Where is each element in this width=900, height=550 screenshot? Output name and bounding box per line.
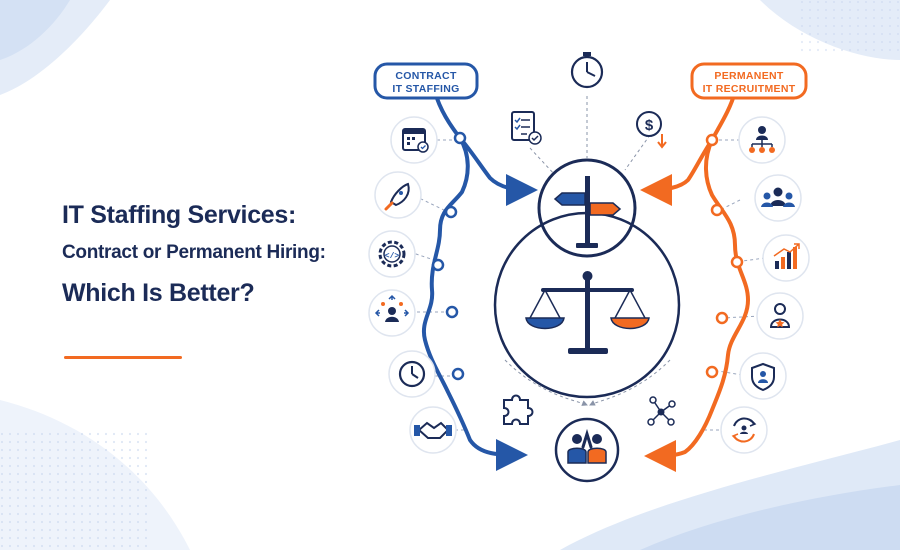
rocket-icon: [384, 182, 410, 211]
headline: IT Staffing Services: Contract or Perman…: [62, 198, 362, 310]
employee-award-icon: [769, 303, 791, 328]
handshake-icon: [414, 421, 452, 439]
team-icon: [761, 187, 795, 207]
org-chart-icon: [749, 126, 775, 153]
collaboration-icon: [567, 428, 607, 464]
svg-text:</>: </>: [385, 252, 400, 261]
growth-chart-icon: [773, 243, 800, 269]
shield-person-icon: [751, 362, 775, 392]
headline-line-3: Which Is Better?: [62, 279, 255, 307]
contract-label-line-2: IT STAFFING: [392, 83, 459, 95]
headline-line-2: Contract or Permanent Hiring:: [62, 242, 326, 263]
headline-line-1: IT Staffing Services:: [62, 201, 297, 229]
signpost-icon: [553, 176, 622, 248]
stopwatch-icon: [570, 52, 604, 89]
scalable-people-icon: [374, 294, 410, 322]
cost-dollar-icon: $: [636, 111, 667, 149]
puzzle-icon: [503, 394, 534, 425]
network-icon: [647, 396, 676, 426]
checklist-icon: [511, 111, 542, 145]
svg-text:$: $: [645, 117, 654, 134]
retention-cycle-icon: [731, 417, 757, 443]
contract-path: [421, 90, 538, 471]
collaboration-circle: [554, 417, 620, 483]
permanent-label-line-2: IT RECRUITMENT: [703, 83, 796, 95]
headline-underline: [64, 356, 182, 359]
contract-label-line-1: CONTRACT: [395, 70, 457, 82]
balance-scale-icon: [525, 271, 650, 354]
calendar-check-icon: [402, 128, 429, 153]
permanent-path: [640, 90, 751, 472]
code-gear-icon: </>: [378, 240, 406, 268]
permanent-label-line-1: PERMANENT: [714, 70, 783, 82]
contract-path-nodes: [431, 131, 467, 381]
permanent-label: PERMANENT IT RECRUITMENT: [690, 62, 808, 100]
clock-icon: [398, 360, 426, 388]
contract-label: CONTRACT IT STAFFING: [373, 62, 479, 100]
permanent-path-nodes: [705, 133, 744, 379]
